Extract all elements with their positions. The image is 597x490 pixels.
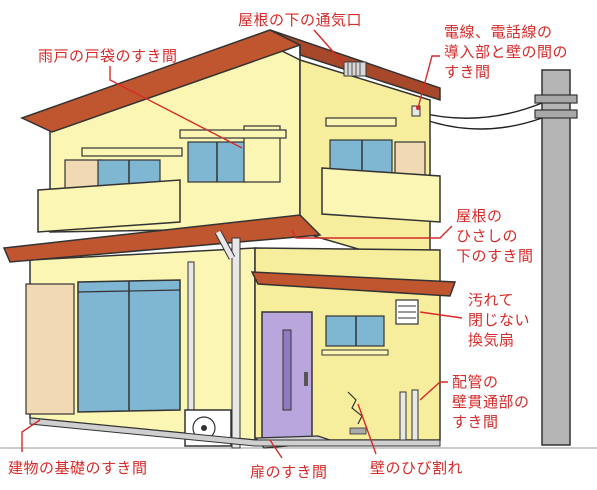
wall-crack [347,391,363,425]
label-shutter-box: 雨戸の戸袋のすき間 [38,47,178,65]
label-vent-fan: 汚れて 閉じない 換気扇 [468,291,531,349]
wire-entry-box [411,105,421,117]
vent-fan [395,299,419,325]
label-wall-crack: 壁のひび割れ [370,459,464,477]
label-door-gap: 扉のすき間 [250,463,328,481]
roof-vent [343,61,367,77]
label-roof-vent: 屋根の下の通気口 [238,11,363,29]
label-wire-entry: 電線、電話線の 導入部と壁の間の すき間 [444,23,569,81]
utility-pole [417,69,578,446]
house [2,29,457,449]
label-foundation-gap: 建物の基礎のすき間 [8,459,148,477]
label-pipe-entry: 配管の 壁貫通部の すき間 [452,373,530,431]
leader-lines [21,29,463,459]
label-eaves-gap: 屋根の ひさしの 下のすき間 [456,207,534,265]
